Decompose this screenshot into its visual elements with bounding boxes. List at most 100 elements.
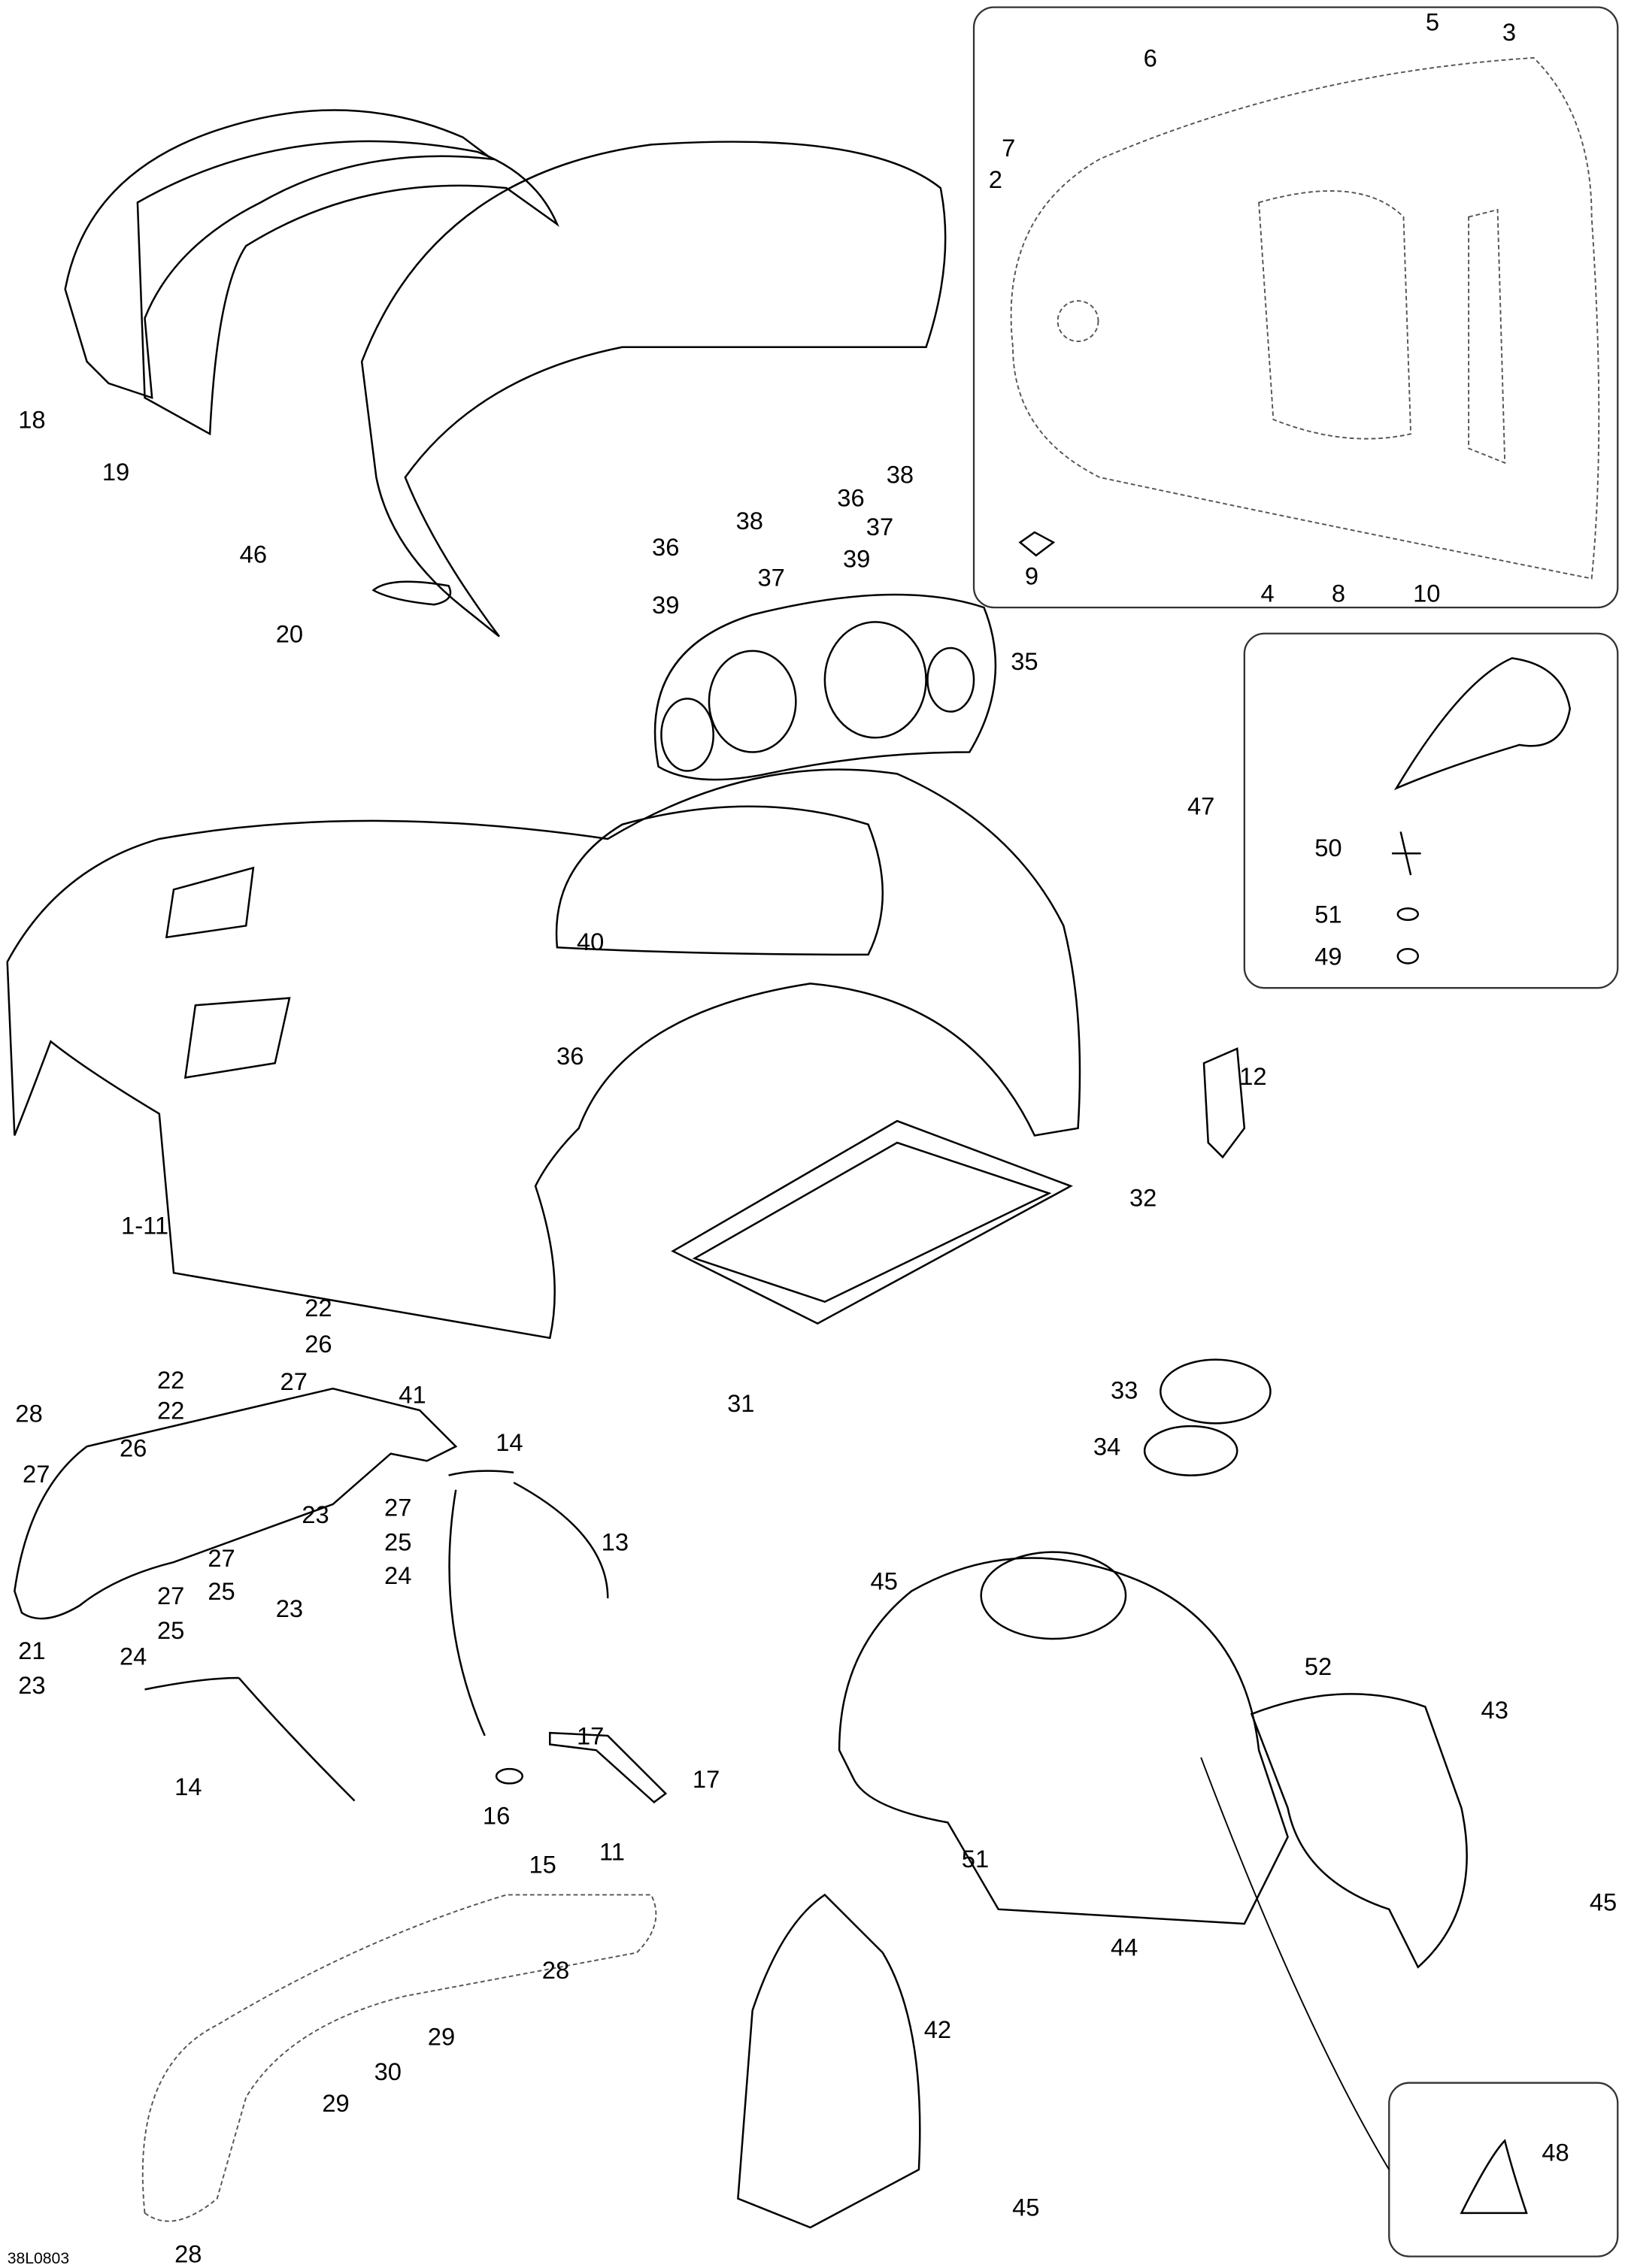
callout-47: 47 [1187,792,1214,819]
callout-15: 15 [529,1851,556,1879]
callout-20: 20 [276,619,303,647]
callout-7: 7 [1002,134,1015,162]
callout-19: 19 [102,458,129,486]
callout-28: 28 [542,1956,569,1984]
gasket-part-34 [1143,1425,1238,1476]
drawing-code: 38L0803 [8,2250,69,2267]
ring-part-16 [495,1767,523,1785]
callout-43: 43 [1481,1696,1508,1724]
callout-35: 35 [1011,647,1038,675]
callout-31: 31 [727,1389,754,1417]
callout-12: 12 [1239,1062,1266,1090]
callout-8: 8 [1332,579,1345,607]
callout-40: 40 [577,928,604,955]
gauge-opening [555,805,884,956]
callout-45: 45 [1590,1888,1617,1916]
callout-38: 38 [736,507,763,534]
callout-28: 28 [15,1399,42,1427]
spring-part-14-bottom [144,1676,356,1802]
grille-upper [165,866,255,939]
callout-39: 39 [843,544,870,572]
grille-lower [183,997,291,1079]
callout-32: 32 [1129,1184,1157,1212]
callout-45: 45 [1012,2194,1039,2221]
washer-part-51 [1396,907,1419,921]
callout-34: 34 [1093,1433,1120,1461]
inset-cap-box [1388,2082,1619,2257]
callout-27: 27 [23,1460,50,1488]
screw-part-50 [1392,831,1421,876]
inset-decals-box [972,6,1619,609]
ring-nut-part-33 [1159,1358,1272,1425]
callout-14: 14 [174,1773,202,1800]
callout-22: 22 [305,1294,332,1322]
inset-mirror-box [1243,632,1619,989]
callout-25: 25 [157,1616,184,1644]
callout-29: 29 [322,2089,349,2117]
callout-49: 49 [1314,942,1342,970]
callout-24: 24 [120,1643,147,1670]
callout-45: 45 [871,1567,898,1595]
spring-part-14-top [448,1470,514,1476]
callout-13: 13 [602,1528,629,1556]
gauge-panel-part-35 [653,593,997,781]
callout-6: 6 [1144,44,1157,72]
callout-23: 23 [276,1594,303,1622]
callout-48: 48 [1542,2139,1569,2167]
callout-9: 9 [1025,562,1038,589]
callout-51: 51 [1314,901,1342,928]
callout-46: 46 [240,540,267,568]
callout-30: 30 [374,2058,402,2085]
fairing-part-19 [136,140,559,436]
callout-50: 50 [1314,834,1342,861]
callout-41: 41 [399,1380,426,1408]
callout-17: 17 [693,1765,720,1793]
callout-4: 4 [1261,579,1275,607]
callout-23: 23 [18,1671,45,1699]
callout-28: 28 [174,2239,202,2267]
nut-part-49 [1396,947,1419,964]
bumper-part [141,1894,657,2222]
callout-38: 38 [887,461,914,489]
callout-23: 23 [302,1500,329,1528]
callout-37: 37 [757,563,784,591]
callout-27: 27 [280,1367,308,1395]
cap-part-48 [1460,2139,1528,2215]
callout-24: 24 [384,1561,411,1589]
callout-22: 22 [157,1397,184,1425]
callout-26: 26 [305,1330,332,1358]
hull-decals-outline [1010,56,1600,580]
mirror-part-47 [1393,657,1572,791]
callout-42: 42 [924,2015,951,2043]
callout-25: 25 [208,1577,235,1605]
clip-part-20 [371,580,452,606]
callout-36: 36 [652,533,679,561]
callout-10: 10 [1413,579,1440,607]
callout-16: 16 [483,1801,510,1829]
console-part-44 [838,1557,1289,1925]
panel-part-43 [1250,1693,1468,1969]
callout-39: 39 [652,591,679,619]
fairing-part-18 [64,109,496,399]
lever-part-11 [549,1731,668,1804]
decal-clip-part-9 [1018,531,1056,557]
callout-25: 25 [384,1528,411,1556]
callout-36: 36 [837,483,864,511]
callout-29: 29 [428,2023,455,2051]
callout-1-11: 1-11 [121,1211,168,1239]
callout-22: 22 [157,1366,184,1394]
cable-part-13 [448,1482,609,1737]
callout-27: 27 [384,1493,411,1521]
fairing-part-46 [360,141,947,637]
callout-33: 33 [1111,1376,1138,1404]
callout-11: 11 [599,1837,625,1865]
body-part-1-11 [6,768,1081,1340]
callout-3: 3 [1502,18,1516,46]
callout-2: 2 [989,165,1002,193]
callout-27: 27 [157,1582,184,1609]
callout-52: 52 [1305,1652,1332,1680]
callout-18: 18 [18,406,45,434]
callout-17: 17 [577,1721,604,1749]
